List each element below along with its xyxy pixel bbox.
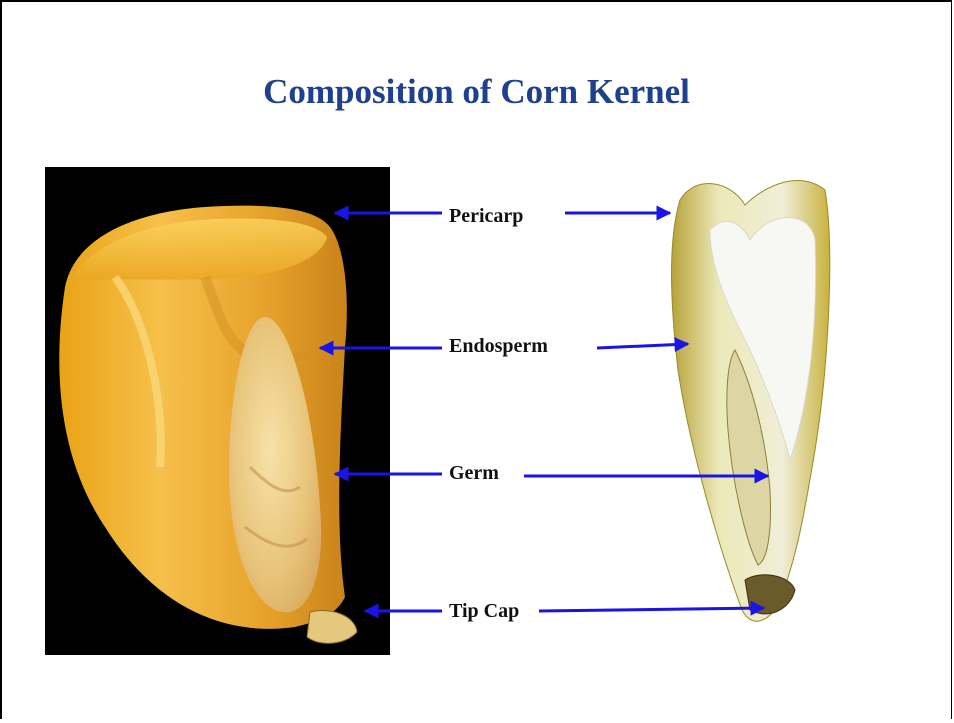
kernel-cross-section-svg xyxy=(650,170,850,640)
label-germ: Germ xyxy=(449,462,499,485)
kernel-illustration-svg xyxy=(45,167,390,655)
kernel-illustration xyxy=(45,167,390,655)
label-pericarp: Pericarp xyxy=(449,205,523,228)
slide-title: Composition of Corn Kernel xyxy=(2,72,951,112)
label-endosperm: Endosperm xyxy=(449,335,548,358)
kernel-cross-section xyxy=(650,170,850,640)
section-tip-cap xyxy=(745,575,795,614)
kernel-tip-cap xyxy=(307,611,357,644)
label-tip-cap: Tip Cap xyxy=(449,600,519,623)
